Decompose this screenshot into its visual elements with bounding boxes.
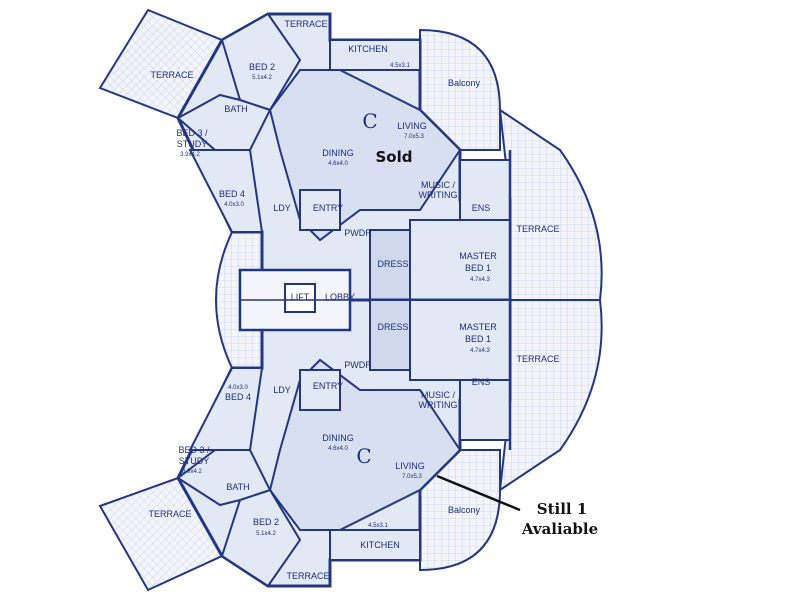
upper-apartment	[176, 12, 512, 302]
terrace-label: TERRACE	[516, 224, 559, 234]
bath-label: BATH	[226, 482, 249, 492]
bed2-label: BED 2	[253, 517, 279, 527]
living-label: LIVING	[397, 121, 427, 131]
bed3-dim: 3.9x4.2	[180, 152, 200, 158]
writing-label: WRITING	[419, 190, 458, 200]
bed4-dim: 4.0x3.0	[228, 385, 248, 391]
bed1-label: BED 1	[465, 263, 491, 273]
balcony-label: Balcony	[448, 78, 481, 88]
music-label: MUSIC /	[421, 180, 456, 190]
study-label: STUDY	[179, 456, 210, 466]
terrace-label: TERRACE	[516, 354, 559, 364]
lower-labels: DRESS MASTER BED 1 4.7x4.3 TERRACE PWDR …	[148, 322, 559, 581]
study-label: STUDY	[177, 139, 208, 149]
core-labels: LIFT LOBBY	[291, 292, 355, 302]
entry-label: ENTRY	[313, 203, 343, 213]
sold-label: Sold	[376, 148, 413, 166]
terrace-label: TERRACE	[150, 70, 193, 80]
dining-label: DINING	[322, 148, 354, 158]
living-dim: 7.0x5.3	[404, 134, 424, 140]
bed3-label: BED 3 /	[178, 445, 210, 455]
bed2-label: BED 2	[249, 62, 275, 72]
kitchen-dim: 4.5x3.1	[390, 63, 410, 69]
ens-label: ENS	[472, 203, 491, 213]
availability-line-1: Still 1	[537, 500, 588, 518]
bed4-label: BED 4	[225, 392, 251, 402]
bed3-label: BED 3 /	[176, 128, 208, 138]
dining-dim: 4.6x4.0	[328, 446, 348, 452]
dress-label: DRESS	[377, 322, 408, 332]
unit-letter: C	[356, 444, 371, 468]
master-label: MASTER	[459, 322, 497, 332]
bed3-dim: 3.9x4.2	[182, 469, 202, 475]
lift-label: LIFT	[291, 292, 310, 302]
pwdr-label: PWDR	[344, 360, 372, 370]
pointer-line	[436, 474, 521, 512]
upper-labels: TERRACE TERRACE KITCHEN 4.5x3.1 Balcony …	[150, 19, 559, 283]
ldy-label: LDY	[273, 203, 291, 213]
bed1-label: BED 1	[465, 334, 491, 344]
core	[238, 150, 512, 450]
kitchen-label: KITCHEN	[348, 44, 388, 54]
bed1-dim: 4.7x4.3	[470, 277, 490, 283]
living-label: LIVING	[395, 461, 425, 471]
dining-label: DINING	[322, 433, 354, 443]
availability-callout: Still 1 Avaliable	[436, 474, 598, 538]
music-label: MUSIC /	[421, 390, 456, 400]
dining-dim: 4.6x4.0	[328, 161, 348, 167]
kitchen-label: KITCHEN	[360, 540, 400, 550]
ens-label: ENS	[472, 377, 491, 387]
living-dim: 7.0x5.3	[402, 474, 422, 480]
balcony-label: Balcony	[448, 505, 481, 515]
bed4-label: BED 4	[219, 189, 245, 199]
pwdr-label: PWDR	[344, 228, 372, 238]
bed4-dim: 4.0x3.0	[224, 202, 244, 208]
lower-apartment	[176, 298, 512, 588]
lobby-label: LOBBY	[325, 292, 355, 302]
writing-label: WRITING	[419, 400, 458, 410]
ldy-label: LDY	[273, 385, 291, 395]
terrace-label: TERRACE	[286, 571, 329, 581]
bed2-dim: 5.1x4.2	[252, 75, 272, 81]
bed2-dim: 5.1x4.2	[256, 531, 276, 537]
kitchen-dim: 4.5x3.1	[368, 523, 388, 529]
dress-label: DRESS	[377, 259, 408, 269]
master-label: MASTER	[459, 251, 497, 261]
terrace-label: TERRACE	[284, 19, 327, 29]
terrace-label: TERRACE	[148, 509, 191, 519]
unit-letter: C	[362, 109, 377, 133]
availability-line-2: Avaliable	[521, 520, 598, 538]
bed1-dim: 4.7x4.3	[470, 348, 490, 354]
entry-label: ENTRY	[313, 381, 343, 391]
bath-label: BATH	[224, 104, 247, 114]
